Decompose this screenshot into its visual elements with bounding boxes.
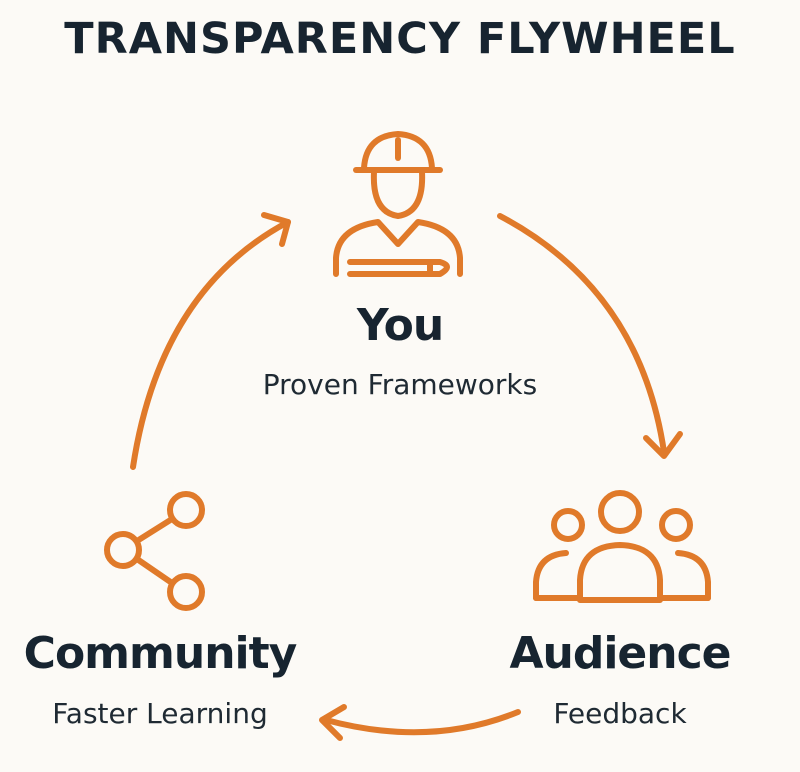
node-you-subtitle: Proven Frameworks xyxy=(262,368,538,401)
share-network-icon xyxy=(104,491,205,611)
construction-worker-icon xyxy=(333,131,463,277)
node-community-subtitle: Faster Learning xyxy=(52,697,268,730)
arrow-audience-to-community xyxy=(319,704,521,741)
diagram-title: TRANSPARENCY FLYWHEEL xyxy=(64,14,736,64)
node-audience-subtitle: Feedback xyxy=(553,697,687,730)
node-audience-name: Audience xyxy=(509,628,731,679)
arrow-community-to-you xyxy=(130,212,291,470)
arrow-you-to-audience xyxy=(497,213,683,459)
group-people-icon xyxy=(533,490,711,603)
node-you-name: You xyxy=(356,300,444,351)
node-community-name: Community xyxy=(23,628,298,679)
